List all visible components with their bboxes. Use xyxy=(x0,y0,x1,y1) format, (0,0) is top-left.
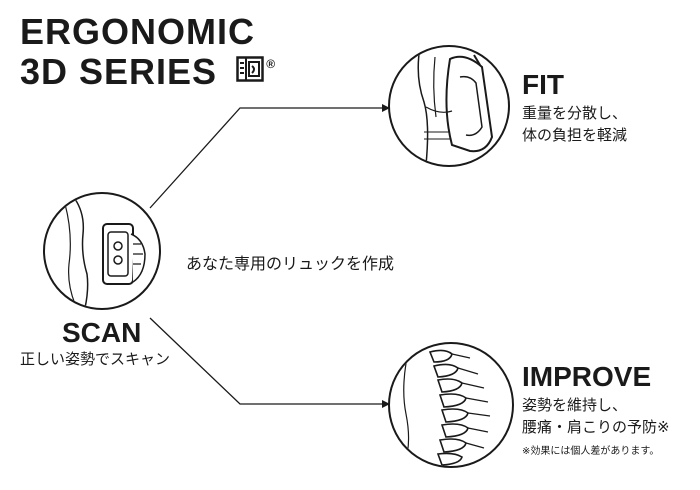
fit-description-line1: 重量を分散し、 xyxy=(522,104,628,122)
improve-label: IMPROVE xyxy=(522,361,652,392)
arrowhead-fit xyxy=(382,104,390,112)
person-scanning-icon xyxy=(64,198,146,308)
title-line-3d-series-wrap: 3D SERIES ® xyxy=(20,50,275,94)
custom-backpack-text: あなた専用のリュックを作成 xyxy=(186,254,395,273)
connector-to-fit xyxy=(149,107,382,209)
spine-icon xyxy=(403,344,491,466)
fit-description-line2: 体の負担を軽減 xyxy=(522,126,628,144)
fit-illustration xyxy=(388,45,510,167)
improve-description-line2: 腰痛・肩こりの予防※ xyxy=(522,418,670,436)
scan-description: 正しい姿勢でスキャン xyxy=(20,350,171,368)
improve-description-line1: 姿勢を維持し、 xyxy=(522,396,628,414)
scan-illustration xyxy=(43,192,161,310)
connector-to-improve xyxy=(149,317,382,405)
title-line-3d-series: 3D SERIES xyxy=(20,51,218,92)
scan-label: SCAN xyxy=(62,317,142,348)
registered-mark: ® xyxy=(266,57,277,72)
title-line-ergonomic: ERGONOMIC xyxy=(20,11,256,52)
fit-label: FIT xyxy=(522,69,564,100)
series-title: ERGONOMIC 3D SERIES ® xyxy=(20,11,275,94)
arrowhead-improve xyxy=(382,400,390,408)
backpack-on-back-icon xyxy=(417,47,494,165)
improve-disclaimer-note: ※効果には個人差があります。 xyxy=(522,446,660,457)
3d-series-logo-icon: ® xyxy=(236,50,275,90)
improve-illustration xyxy=(388,342,514,468)
